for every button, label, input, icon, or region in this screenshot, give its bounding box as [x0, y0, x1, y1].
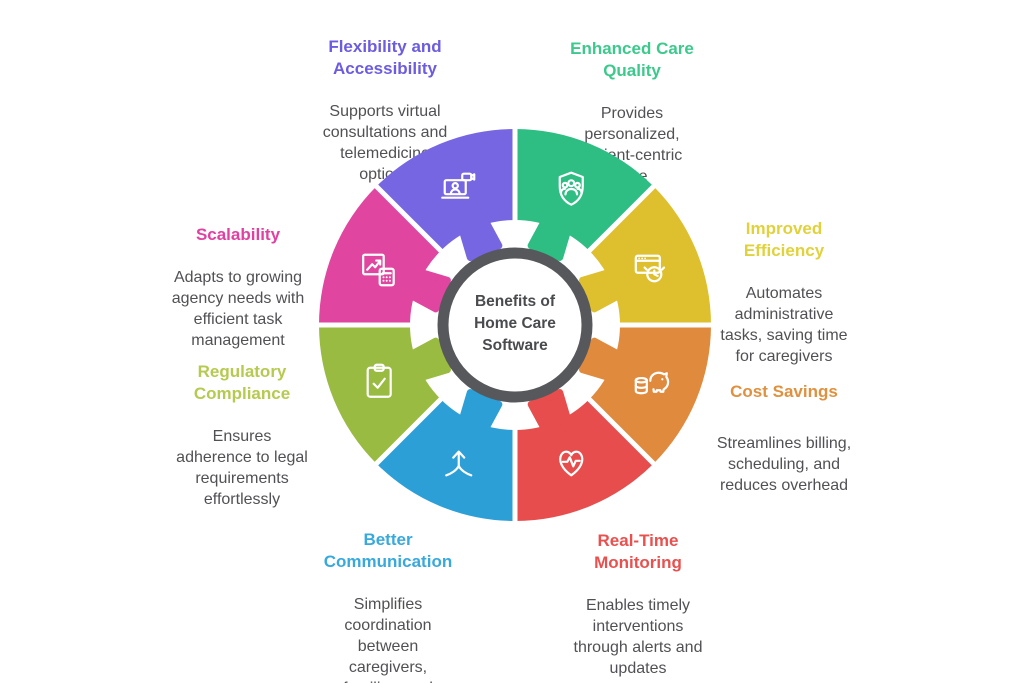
benefit-title: Better Communication	[323, 530, 453, 571]
shield-team-icon	[558, 171, 584, 206]
heart-pulse-icon	[559, 450, 584, 477]
center-title-line: Benefits of	[474, 293, 556, 310]
segment-divider	[555, 365, 658, 468]
benefit-real-time-monitoring: Real-Time Monitoring Enables timely inte…	[538, 512, 738, 683]
benefit-title: Flexibility and Accessibility	[328, 37, 442, 78]
segment-divider	[372, 365, 475, 468]
benefits-wheel	[315, 125, 715, 525]
merge-arrows-icon	[445, 450, 473, 477]
segment-tab-improved-efficiency	[579, 267, 628, 313]
segment-tab-enhanced-care-quality	[527, 212, 573, 261]
segment-tab-real-time-monitoring	[527, 389, 573, 438]
benefit-cost-savings: Cost Savings Streamlines billing, schedu…	[684, 363, 884, 514]
benefit-title: Scalability	[195, 225, 281, 244]
segment-divider	[372, 182, 475, 285]
center-title-line: Home Care	[474, 315, 556, 332]
center-ring	[437, 247, 593, 403]
browser-clock-icon	[634, 254, 666, 283]
benefit-title: Improved Efficiency	[743, 219, 825, 260]
benefits-wheel-svg	[316, 126, 714, 524]
benefit-title: Enhanced Care Quality	[570, 39, 694, 80]
chart-calculator-icon	[362, 253, 395, 287]
center-title-line: Software	[482, 337, 548, 354]
benefit-regulatory-compliance: Regulatory Compliance Ensures adherence …	[142, 343, 342, 528]
segment-tab-regulatory-compliance	[402, 337, 451, 383]
segment-tab-scalability	[402, 267, 451, 313]
segment-tab-flexibility-accessibility	[457, 212, 503, 261]
segment-divider	[555, 182, 658, 285]
benefit-description: Adapts to growing agency needs with effi…	[171, 269, 305, 349]
benefit-flexibility-accessibility: Flexibility and Accessibility Supports v…	[285, 18, 485, 203]
segment-tab-cost-savings	[579, 337, 628, 383]
benefit-improved-efficiency: Improved Efficiency Automates administra…	[684, 200, 884, 385]
benefit-scalability: Scalability Adapts to growing agency nee…	[138, 206, 338, 369]
benefit-better-communication: Better Communication Simplifies coordina…	[288, 511, 488, 683]
laptop-video-call-icon	[441, 172, 476, 199]
segment-tab-better-communication	[457, 389, 503, 438]
benefit-description: Enables timely interventions through ale…	[573, 597, 703, 677]
benefit-description: Streamlines billing, scheduling, and red…	[716, 435, 852, 494]
clipboard-check-icon	[366, 363, 392, 398]
benefit-title: Real-Time Monitoring	[594, 531, 682, 572]
piggy-bank-coins-icon	[634, 371, 670, 395]
benefit-description: Simplifies coordination between caregive…	[343, 596, 433, 683]
benefit-title: Cost Savings	[730, 382, 838, 401]
benefit-description: Automates administrative tasks, saving t…	[720, 285, 848, 365]
wheel-center-title: Benefits of Home Care Software	[450, 291, 580, 357]
benefit-title: Regulatory Compliance	[193, 362, 291, 403]
benefit-description: Ensures adherence to legal requirements …	[176, 428, 308, 508]
